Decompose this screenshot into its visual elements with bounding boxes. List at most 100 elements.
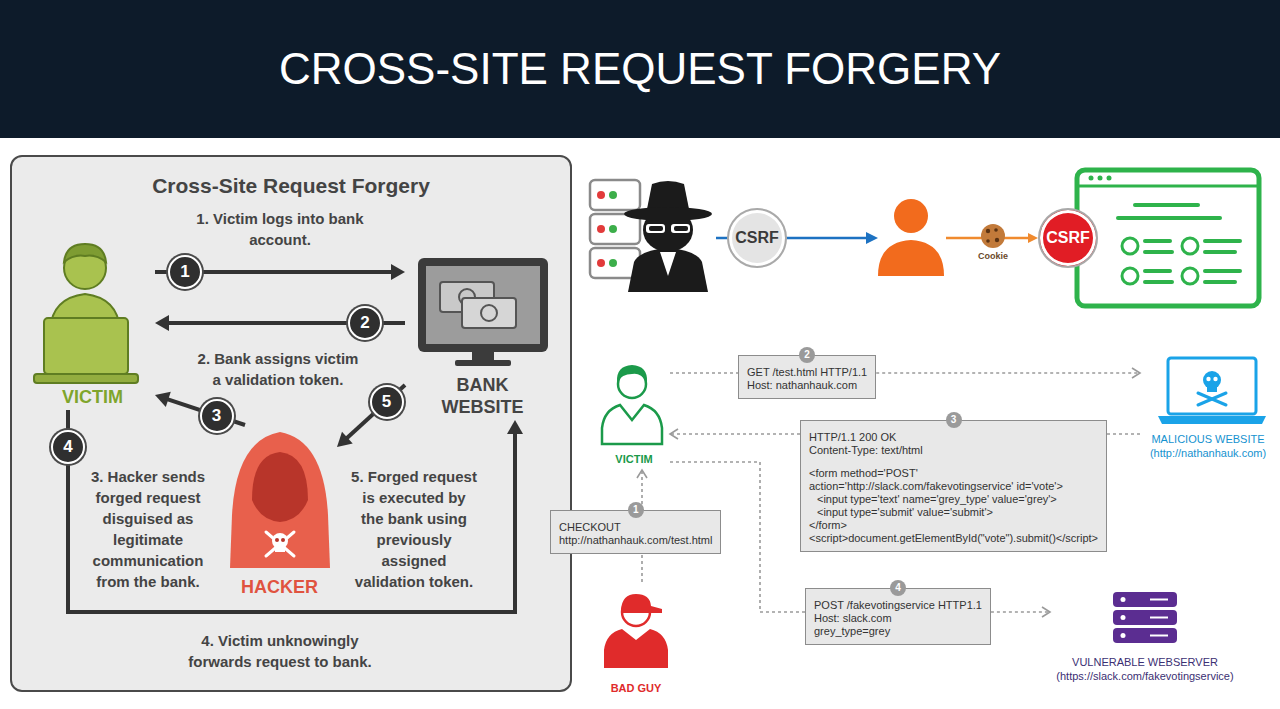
attack-arrow-part: [866, 232, 878, 244]
message-line: <input type='submit' value='submit'>: [809, 506, 1098, 519]
cookie-arrow-part: [1028, 233, 1038, 243]
circle-text: CSRF: [1046, 228, 1090, 248]
server-rack-icon-part: [590, 180, 640, 210]
user-icon: [878, 199, 944, 276]
actor-name: VICTIM: [62, 386, 123, 408]
message-line: http://nathanhauk.com/test.html: [559, 534, 712, 547]
step-text: 5. Forged request is executed by the ban…: [350, 466, 478, 592]
webserver-icon-part: [1121, 597, 1126, 602]
callout-number: 1: [168, 255, 202, 289]
callout-number: 3: [200, 399, 234, 433]
bank-monitor-icon: [418, 258, 548, 366]
laptop-icon-part: [1168, 358, 1256, 414]
victim-icon: [34, 244, 138, 383]
browser-icon-part: [1205, 280, 1235, 284]
vulnerable-webserver: VULNERABLE WEBSERVER(https://slack.com/f…: [1050, 585, 1240, 685]
laptop-icon: [1158, 358, 1266, 424]
request-flow: [670, 373, 738, 374]
step-text: 3. Hacker sends forged request disguised…: [78, 466, 218, 592]
request-box: 4POST /fakevotingservice HTTP1.1Host: sl…: [805, 588, 991, 645]
webserver-icon: [1113, 592, 1177, 643]
dotted-line: [641, 554, 643, 582]
laptop-icon-part: [1207, 385, 1217, 392]
cookie-arrow-part: [986, 239, 990, 243]
callout-number: 4: [890, 580, 906, 596]
actor-name: VULNERABLE WEBSERVER: [1072, 655, 1218, 669]
victim-icon-part: [44, 318, 128, 374]
laptop-icon-part: [1198, 393, 1226, 405]
cookie-arrow-part: [981, 224, 1005, 248]
browser-icon-part: [1205, 269, 1240, 273]
bad-guy-icon-part: [604, 629, 668, 668]
browser-icon-part: [1118, 216, 1220, 220]
server-rack-icon-part: [609, 191, 617, 199]
cookie-arrow: [946, 224, 1038, 248]
arrow-line: [346, 385, 405, 439]
arrow-head: [155, 315, 169, 331]
spy-icon-part: [628, 248, 708, 292]
actor-name: (http://nathanhauk.com): [1150, 446, 1266, 460]
browser-icon-part: [1122, 268, 1138, 284]
hacker-icon-part: [230, 432, 330, 568]
webserver-icon-part: [1150, 599, 1168, 601]
request-flow: [670, 429, 800, 439]
callout-number: 5: [370, 385, 404, 419]
bad-guy-figure: BAD GUY: [596, 582, 676, 697]
dotted-line: [876, 372, 1140, 374]
dotted-line: [670, 433, 800, 435]
victim-person-icon-part: [617, 365, 647, 382]
bank-monitor-icon-part: [472, 352, 494, 361]
malicious-website: MALICIOUS WEBSITE(http://nathanhauk.com): [1140, 352, 1276, 462]
browser-icon-part: [1205, 239, 1240, 243]
bad-guy-icon-part: [621, 594, 662, 613]
browser-icon-part: [1135, 203, 1198, 207]
circle-text: CSRF: [735, 228, 779, 248]
dotted-line: [991, 611, 1050, 613]
browser-icon-part: [1122, 238, 1138, 254]
cookie-arrow-part: [994, 228, 998, 232]
spy-icon-part: [671, 224, 690, 233]
actor-name: (https://slack.com/fakevotingservice): [1056, 669, 1233, 683]
dotted-line: [1107, 433, 1140, 435]
hacker-icon-part: [281, 538, 285, 542]
bad-guy-icon: [604, 594, 668, 668]
actor-name: BANK WEBSITE: [428, 374, 538, 418]
spy-icon: [624, 181, 712, 292]
callout-number: 2: [799, 347, 815, 363]
message-line: action='http://slack.com/fakevotingservi…: [809, 480, 1098, 493]
callout-number: 1: [628, 502, 644, 518]
message-line: <input type='text' name='grey_type' valu…: [809, 493, 1098, 506]
message-line: grey_type=grey: [814, 625, 982, 638]
webserver-icon-part: [1113, 628, 1177, 643]
browser-icon-part: [1077, 185, 1259, 188]
step-text: 4. Victim unknowingly forwards request t…: [175, 630, 385, 672]
victim-figure: VICTIM: [30, 245, 155, 410]
arrow-head: [637, 470, 647, 478]
csrf-circle: CSRF: [727, 208, 787, 268]
arrow-head: [391, 264, 405, 280]
victim-icon-part: [34, 374, 138, 383]
webserver-icon-part: [1121, 615, 1126, 620]
request-flow: [642, 554, 643, 582]
spy-icon-part: [660, 252, 676, 276]
panel-ground: [11, 156, 571, 691]
panel-ground-part: [11, 156, 571, 691]
browser-icon: [1077, 170, 1259, 306]
hacker-icon-part: [275, 546, 285, 552]
actor-name: HACKER: [241, 576, 318, 598]
browser-icon-part: [1145, 250, 1172, 254]
hacker-icon-part: [275, 538, 279, 542]
browser-icon-part: [1107, 176, 1112, 181]
server-rack-icon-part: [597, 259, 605, 267]
server-rack-icon-part: [590, 214, 640, 244]
browser-icon-part: [1145, 280, 1172, 284]
title-banner-part: [0, 0, 1280, 138]
actor-name: VICTIM: [615, 452, 652, 466]
panel-heading: Cross-Site Request Forgery: [12, 173, 570, 199]
webserver-icon-part: [1113, 610, 1177, 625]
server-rack-icon-part: [609, 225, 617, 233]
laptop-icon-part: [1158, 416, 1266, 424]
